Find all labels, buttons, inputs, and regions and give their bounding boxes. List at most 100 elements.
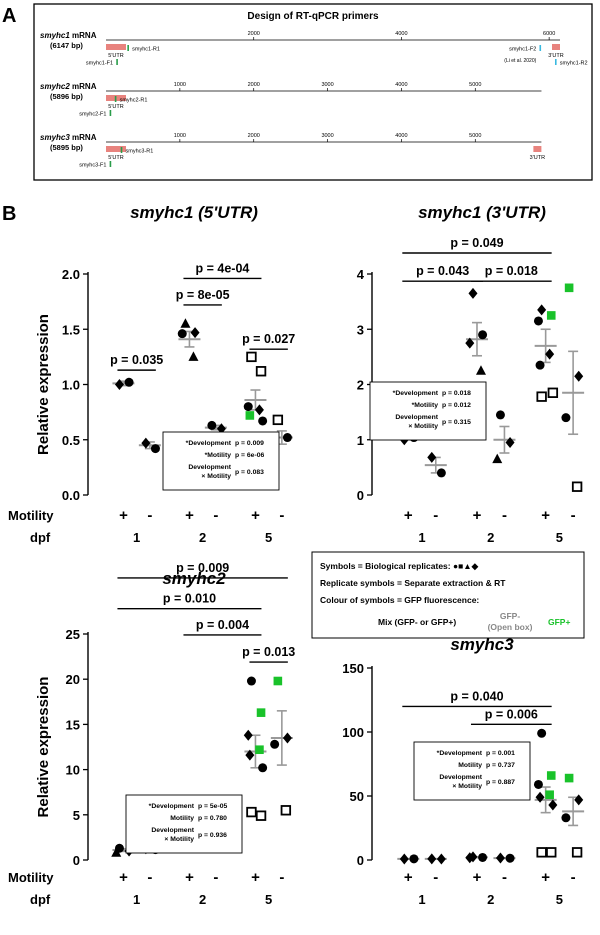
data-point [270, 739, 280, 749]
gene-tick-label: 2000 [248, 133, 260, 139]
data-point [546, 771, 556, 780]
data-point [492, 453, 503, 464]
data-point [258, 416, 268, 426]
motility-value: - [571, 869, 576, 886]
gene-tick-label: 3000 [321, 133, 333, 139]
comparison-label: p = 0.018 [485, 264, 538, 278]
data-point [478, 330, 488, 340]
utr5-label: 5'UTR [108, 155, 123, 161]
data-point [280, 805, 292, 816]
primer-label: smyhc1-F1 [86, 61, 113, 67]
y-tick-label: 5 [73, 808, 80, 823]
motility-value: + [473, 507, 482, 524]
data-point [190, 327, 200, 339]
motility-value: + [119, 507, 128, 524]
data-point [177, 329, 187, 339]
legend-gfp-pos-label: GFP+ [548, 617, 570, 627]
motility-value: + [404, 869, 413, 886]
stats-value: p = 6e-06 [235, 452, 265, 459]
motility-value: - [433, 507, 438, 524]
primer-mark [109, 161, 112, 167]
y-tick-label: 4 [357, 267, 365, 282]
gene-length: (5895 bp) [50, 143, 83, 152]
data-point [546, 311, 556, 320]
y-axis-label: Relative expression [35, 314, 52, 455]
data-point [536, 391, 547, 402]
data-point [468, 287, 478, 299]
primer-mark [539, 45, 542, 51]
gene-length: (6147 bp) [50, 41, 83, 50]
gene-name: smyhc2 mRNA [40, 82, 97, 91]
gene-tick-label: 6000 [543, 31, 555, 37]
utr3-label: 3'UTR [530, 155, 545, 161]
data-point [150, 444, 160, 454]
gene-name: smyhc3 mRNA [40, 133, 97, 142]
y-tick-label: 1.5 [62, 322, 80, 337]
data-point [535, 791, 545, 803]
y-tick-label: 2.0 [62, 267, 80, 282]
y-tick-label: 20 [66, 672, 80, 687]
data-point [246, 676, 256, 686]
dpf-value: 5 [556, 892, 563, 907]
legend-gfp-neg-label: GFP- [500, 611, 520, 621]
panel-label-b: B [2, 203, 16, 225]
y-tick-label: 10 [66, 763, 80, 778]
utr3-box [533, 146, 542, 152]
data-point [273, 676, 283, 686]
data-point [561, 413, 571, 423]
primer-mark [127, 45, 129, 51]
motility-value: - [502, 507, 507, 524]
data-point [255, 745, 264, 755]
dpf-value: 1 [418, 892, 425, 907]
data-point [427, 853, 437, 865]
stats-value: p = 0.018 [442, 390, 471, 397]
data-point [436, 468, 446, 478]
legend-colour-line: Colour of symbols = GFP fluorescence: [320, 595, 479, 605]
gene-tick-label: 1000 [174, 133, 186, 139]
primer-label: smyhc1-R1 [132, 47, 160, 53]
data-point [243, 729, 253, 741]
stats-term: *Motility [412, 402, 439, 409]
stats-value: p = 0.887 [486, 779, 515, 786]
y-tick-label: 0 [357, 488, 364, 503]
data-point [564, 283, 574, 293]
utr3-box [552, 44, 560, 50]
gene-tick-label: 3000 [321, 82, 333, 88]
data-point [207, 420, 217, 430]
data-point [505, 853, 515, 863]
primer-label: smyhc1-F2 [509, 47, 536, 53]
data-point [574, 370, 584, 382]
motility-value: + [185, 507, 194, 524]
stats-term: Development [188, 464, 231, 471]
utr5-box [106, 146, 126, 152]
legend-gfp-neg-sub: (Open box) [488, 622, 533, 632]
dpf-value: 5 [265, 892, 272, 907]
data-point [533, 316, 543, 326]
stats-term: *Development [186, 440, 232, 447]
dpf-value: 5 [265, 530, 272, 545]
motility-value: - [571, 507, 576, 524]
stats-value: p = 0.315 [442, 419, 471, 426]
data-point [546, 847, 557, 858]
design-box [33, 3, 593, 181]
legend-replicate-line: Replicate symbols = Separate extraction … [320, 578, 506, 588]
data-point [537, 304, 547, 316]
dpf-value: 2 [487, 892, 494, 907]
stats-value: p = 0.012 [442, 402, 471, 409]
data-point [537, 728, 547, 738]
data-point [216, 423, 226, 435]
motility-value: + [251, 869, 260, 886]
dpf-value: 2 [199, 530, 206, 545]
data-point [114, 379, 124, 390]
data-point [246, 806, 257, 818]
data-point [245, 411, 255, 420]
data-point [571, 847, 583, 858]
motility-value: - [147, 869, 152, 886]
y-tick-label: 25 [66, 627, 80, 642]
legend-mix-label: Mix (GFP- or GFP+) [378, 617, 456, 627]
stats-value: p = 0.936 [198, 832, 227, 839]
data-point [535, 360, 545, 370]
